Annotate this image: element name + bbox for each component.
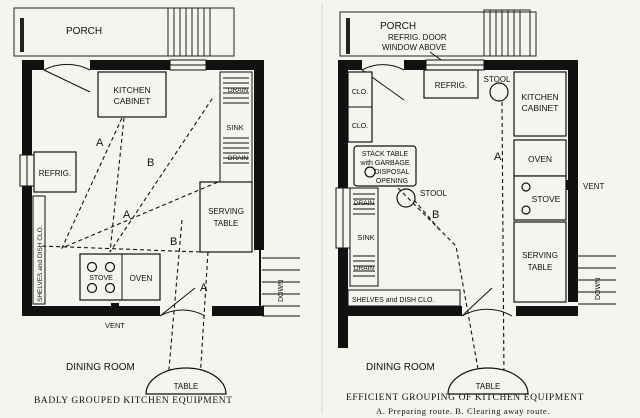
right-route-a-label: A [494,151,502,163]
right-drain-top-label: DRAIN [354,200,375,207]
right-shelves-label: SHELVES and DISH CLO. [352,297,434,304]
right-serving-label-2: TABLE [528,263,553,272]
right-shelves [347,289,461,307]
left-porch-steps [167,7,211,57]
left-dining-door [159,287,206,317]
left-porch-label: PORCH [66,26,102,37]
right-refrig-door-label-2: WINDOW ABOVE [382,43,446,52]
right-serving-label-1: SERVING [522,251,558,260]
right-caption: EFFICIENT GROUPING OF KITCHEN EQUIPMENT [346,393,585,403]
left-dining-table [145,367,227,395]
right-stool-mid [396,188,416,208]
left-porch-outline [13,7,235,57]
right-stairs [578,255,616,305]
left-route-b-label-2: B [170,236,177,248]
left-refrig-label: REFRIG. [39,169,71,178]
left-caption: BADLY GROUPED KITCHEN EQUIPMENT [34,396,233,406]
right-dining-door [461,287,513,317]
left-route-lines [41,95,219,381]
right-table-label: TABLE [476,382,501,391]
right-cabinet-label-2: CABINET [522,103,559,113]
right-floor-plan: PORCH REFRIG. DOOR WINDOW ABOVE CLO. CL [335,9,616,395]
left-stove-label: STOVE [89,275,113,282]
right-dining-room-label: DINING ROOM [366,362,435,373]
right-stool-mid-label: STOOL [420,189,448,198]
right-sink-label: SINK [357,233,375,242]
right-down-label: DOWN [595,278,602,300]
right-stack-label-1: STACK TABLE [362,151,409,158]
right-dining-table [447,367,529,395]
left-cabinet-label-2: CABINET [114,96,151,106]
left-stove-burners [86,261,116,294]
right-route-b-label: B [432,209,439,221]
left-floor-plan: KITCHEN CABINET REFRIG. DRAIN SINK DRAIN… [13,7,300,395]
right-stove-label: STOVE [532,194,561,204]
right-porch-label: PORCH [380,21,416,32]
left-route-a-label: A [96,137,104,149]
right-walls [338,60,578,348]
right-stack-table [353,145,417,187]
left-kitchen-cabinet [97,71,167,118]
left-route-a-label-3: A [200,282,208,294]
left-back-door [43,63,91,93]
right-stool-top-label: STOOL [484,75,512,84]
left-vent-label: VENT [105,321,125,330]
left-stairs [262,257,300,317]
left-drain-top-label: DRAIN [228,87,249,94]
right-oven-label: OVEN [528,154,552,164]
right-drain-bottom-label: DRAIN [354,265,375,272]
left-cabinet-label-1: KITCHEN [113,85,150,95]
right-vent-label: VENT [583,182,604,191]
left-refrigerator [33,151,77,193]
left-table-label: TABLE [174,382,199,391]
left-drain-bottom-label: DRAIN [228,155,249,162]
right-refrig-door-label-1: REFRIG. DOOR [388,33,447,42]
left-dining-room-label: DINING ROOM [66,362,135,373]
right-sink-unit [349,187,379,287]
right-stool-top [489,82,509,102]
right-disposal-opening [364,166,376,178]
right-porch-outline [339,11,537,57]
left-serving-label-1: SERVING [208,207,244,216]
left-route-a-label-2: A [123,209,131,221]
right-route-lines [397,101,505,381]
right-porch-steps [483,9,531,57]
left-sink-label: SINK [226,123,244,132]
right-legend: A. Preparing route. B. Clearing away rou… [376,406,551,416]
right-cabinet-label-1: KITCHEN [521,92,558,102]
right-clo2-label: CLO. [352,123,368,130]
left-serving-label-2: TABLE [214,219,239,228]
left-serving-table [199,181,253,253]
right-stack-label-3: DISPOSAL [374,169,409,176]
left-oven-label: OVEN [130,274,153,283]
right-refrig-label: REFRIG. [435,81,467,90]
left-shelves [32,195,46,305]
left-down-label: DOWN [278,280,285,302]
right-stack-label-2: with GARBAGE [359,160,409,167]
left-walls [22,60,264,316]
left-shelves-label: SHELVES and DISH CLO. [37,225,44,302]
right-stove-burners [521,182,531,215]
left-route-b-label: B [147,157,154,169]
right-refrigerator [423,69,479,99]
right-vent-marker [566,180,578,190]
right-clo1-label: CLO. [352,89,368,96]
right-stack-label-4: OPENING [376,178,408,185]
right-wall-segment [484,60,536,70]
left-vent-marker [111,303,119,313]
